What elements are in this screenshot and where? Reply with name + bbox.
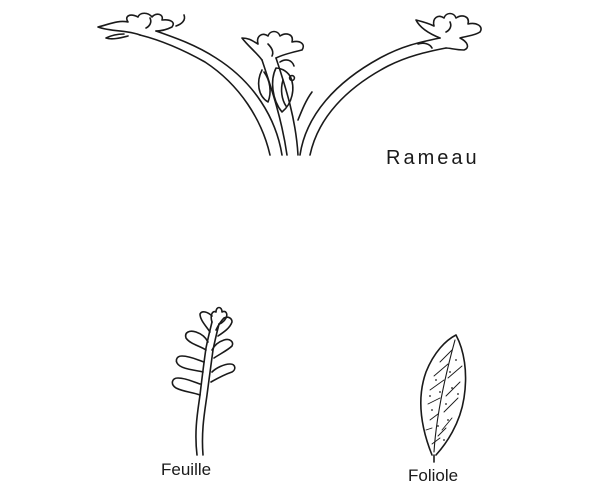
rameau-label: Rameau (386, 147, 480, 170)
feuille-label: Feuille (161, 460, 211, 480)
rameau-drawing (98, 13, 481, 155)
feuille-drawing (172, 308, 234, 456)
foliole-label: Foliole (408, 466, 458, 486)
foliole-drawing (421, 335, 466, 462)
